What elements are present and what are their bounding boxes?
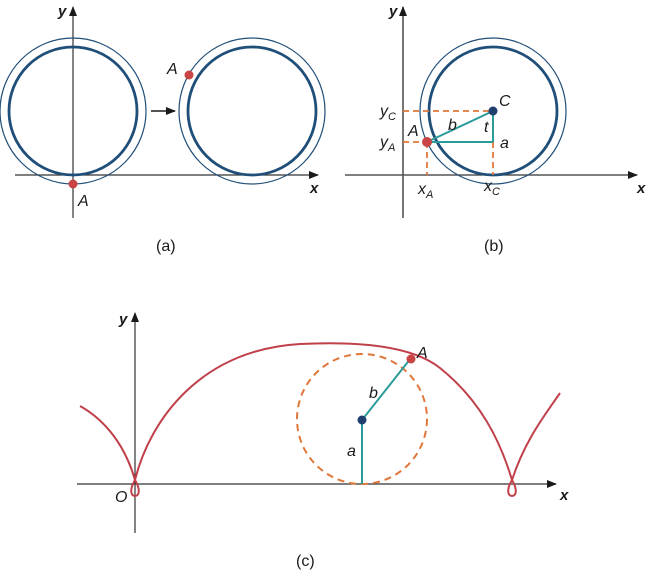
panel-b-y-label: y: [388, 3, 398, 20]
panel-b-xa-label: xA: [417, 181, 433, 201]
panel-c-x-label: x: [559, 487, 569, 504]
panel-c: x y O A b a (c): [77, 311, 569, 570]
panel-c-caption: (c): [296, 553, 315, 570]
panel-a-point-a-moved: [184, 70, 194, 80]
panel-b-yc-label: yC: [379, 103, 396, 123]
panel-a-point-a-start: [68, 179, 78, 189]
panel-c-origin-label: O: [115, 489, 127, 506]
panel-a-point-a-start-label: A: [77, 193, 89, 210]
panel-b-caption: (b): [484, 238, 504, 255]
panel-c-center-point: [357, 415, 367, 425]
panel-b-xc-label: xC: [483, 178, 500, 198]
panel-b-center-c-label: C: [499, 93, 511, 110]
panel-a-right-wheel-outer: [178, 37, 326, 185]
panel-c-segment-a-label: a: [347, 443, 356, 460]
panel-a-point-a-moved-label: A: [166, 61, 178, 78]
panel-b-center-c: [488, 106, 498, 116]
panel-c-segment-b: [361, 357, 412, 421]
panel-c-segment-b-label: b: [369, 385, 378, 402]
panel-b-wheel-outer: [419, 37, 567, 185]
panel-c-cycloid-curve: [79, 342, 561, 498]
panel-b: x y A C b t a yC yA xA xC (b): [345, 3, 646, 255]
panel-c-point-a-label: A: [416, 345, 428, 362]
panel-b-angle-t-label: t: [484, 119, 489, 136]
panel-a-right-wheel-inner: [186, 45, 318, 177]
panel-c-point-a: [406, 354, 416, 364]
panel-a: x y A A (a): [0, 3, 326, 255]
panel-c-y-label: y: [118, 311, 128, 328]
panel-b-segment-a-label: a: [500, 135, 509, 152]
panel-b-segment-b-label: b: [448, 117, 457, 134]
panel-b-x-label: x: [636, 180, 646, 197]
panel-a-caption: (a): [156, 238, 176, 255]
panel-b-right-triangle: [426, 110, 494, 143]
panel-b-ya-label: yA: [379, 134, 395, 154]
panel-a-y-label: y: [57, 3, 67, 20]
panel-a-x-label: x: [309, 180, 319, 197]
panel-a-left-wheel-inner: [7, 45, 139, 177]
panel-b-point-a: [422, 137, 432, 147]
panel-b-point-a-label: A: [407, 123, 419, 140]
